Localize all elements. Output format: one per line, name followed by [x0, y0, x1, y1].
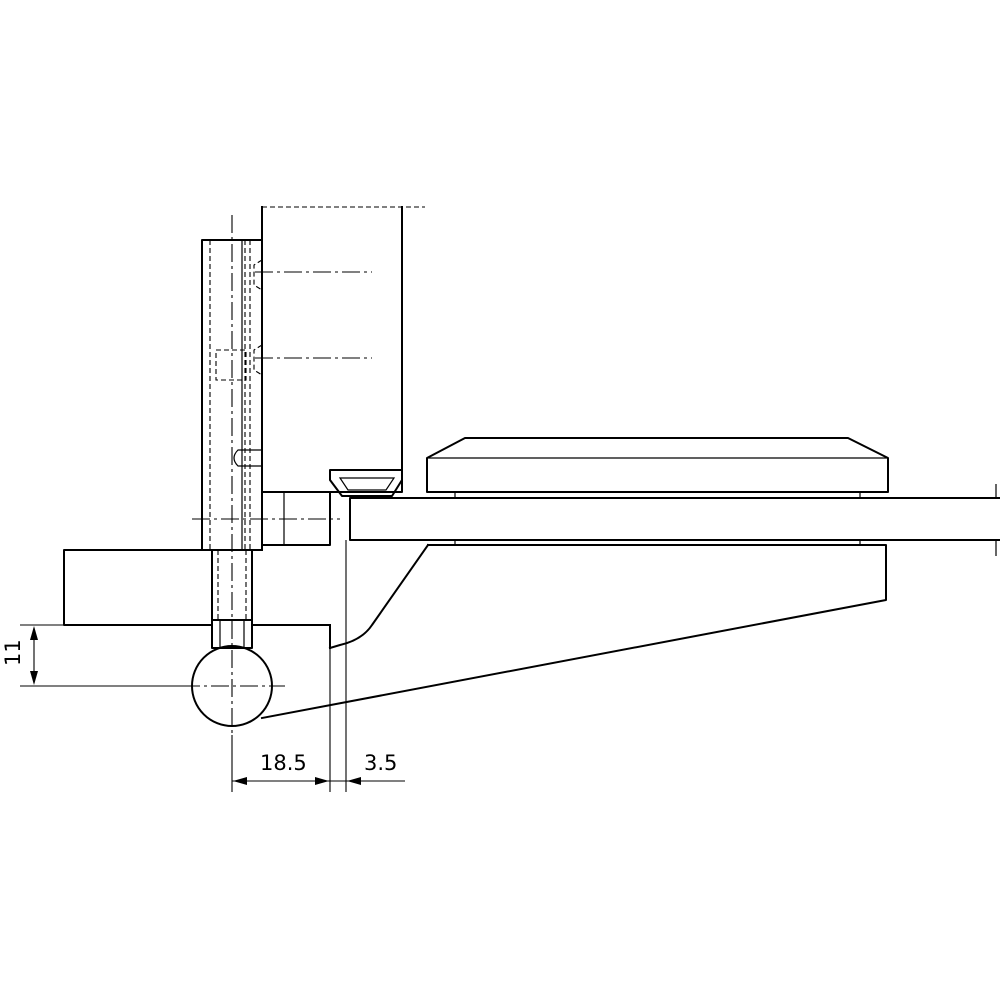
dimension-gap-label: 3.5 [364, 751, 397, 775]
clamp-top-plate [426, 437, 889, 498]
hinge-leaf [201, 215, 372, 735]
threaded-stem [211, 549, 253, 649]
dimension-height-label: 11 [1, 639, 25, 666]
dimension-height: 11 [1, 624, 212, 687]
seal-gasket [329, 469, 403, 497]
glass-panel [349, 484, 1000, 556]
clamp-bottom-wedge [260, 540, 887, 720]
dimension-pivot-label: 18.5 [260, 751, 307, 775]
hinge-pin-block [192, 491, 340, 546]
pivot-ball [182, 645, 285, 727]
base-plate [63, 549, 331, 626]
dimension-horizontal: 18.5 3.5 [231, 540, 405, 792]
door-frame [261, 206, 425, 493]
